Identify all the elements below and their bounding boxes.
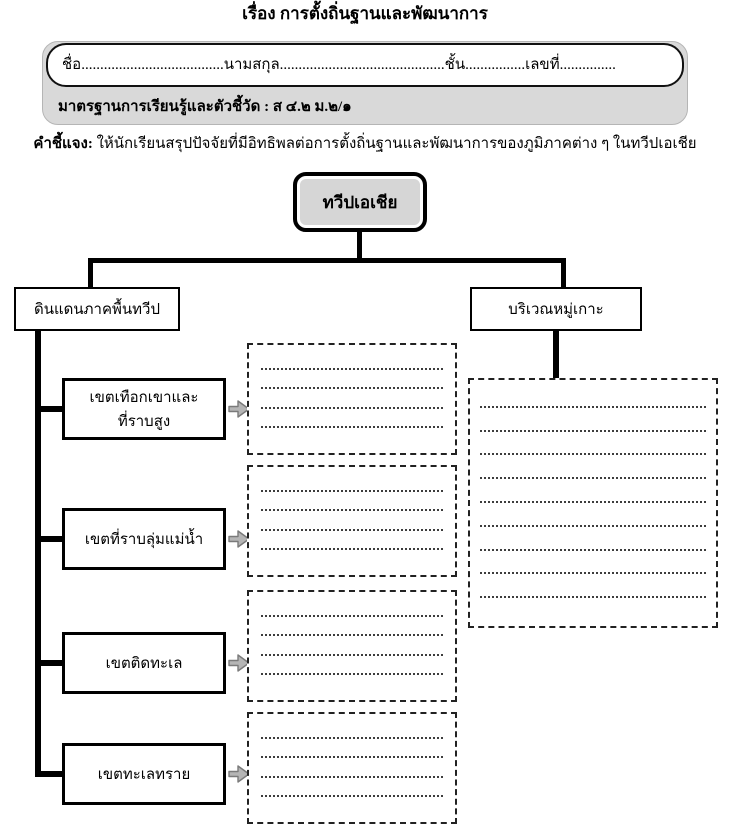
answer-box-mountain[interactable] [247, 343, 457, 455]
branch-islands: บริเวณหมู่เกาะ [470, 287, 642, 331]
answer-line[interactable] [261, 509, 443, 512]
right-block-arrow-icon [228, 530, 250, 548]
connector-left-drop [88, 258, 93, 288]
answer-line[interactable] [261, 406, 443, 409]
connector-mainland-trunk [35, 330, 41, 777]
instruction-text: ให้นักเรียนสรุปปัจจัยที่มีอิทธิพลต่อการต… [92, 136, 697, 152]
answer-line[interactable] [261, 425, 443, 428]
answer-line[interactable] [261, 387, 443, 390]
connector-stub-4 [35, 771, 63, 777]
answer-line[interactable] [480, 548, 706, 551]
connector-horizontal [88, 258, 566, 263]
answer-line[interactable] [261, 672, 443, 675]
connector-stub-2 [35, 536, 63, 542]
right-block-arrow-icon [228, 654, 250, 672]
answer-line[interactable] [480, 596, 706, 599]
answer-line[interactable] [261, 775, 443, 778]
learning-standard: มาตรฐานการเรียนรู้และตัวชี้วัด : ส ๔.๒ ม… [58, 99, 352, 115]
answer-box-islands[interactable] [468, 378, 718, 628]
answer-line[interactable] [261, 490, 443, 493]
answer-line[interactable] [261, 634, 443, 637]
answer-line[interactable] [480, 524, 706, 527]
right-block-arrow-icon [228, 765, 250, 783]
answer-box-river[interactable] [247, 465, 457, 577]
page-title: เรื่อง การตั้งถิ่นฐานและพัฒนาการ [242, 4, 488, 23]
zone-mountain-plateau: เขตเทือกเขาและที่ราบสูง [62, 378, 226, 440]
answer-line[interactable] [261, 653, 443, 656]
answer-line[interactable] [261, 615, 443, 618]
answer-line[interactable] [480, 500, 706, 503]
answer-line[interactable] [261, 528, 443, 531]
answer-line[interactable] [261, 547, 443, 550]
answer-line[interactable] [480, 572, 706, 575]
answer-line[interactable] [480, 477, 706, 480]
instruction-label: คำชี้แจง: [33, 136, 93, 152]
zone-desert: เขตทะเลทราย [62, 743, 226, 805]
answer-box-coastal[interactable] [247, 590, 457, 702]
branch-mainland: ดินแดนภาคพื้นทวีป [14, 287, 180, 331]
connector-stub-1 [35, 406, 63, 412]
answer-box-desert[interactable] [247, 712, 457, 824]
instruction-line: คำชี้แจง: ให้นักเรียนสรุปปัจจัยที่มีอิทธ… [0, 131, 730, 157]
root-node-asia: ทวีปเอเชีย [293, 172, 427, 232]
student-name-field[interactable]: ชื่อ....................................… [46, 43, 684, 87]
connector-islands-stub [553, 330, 559, 378]
connector-root-down [357, 230, 362, 262]
zone-coastal: เขตติดทะเล [62, 632, 226, 694]
right-block-arrow-icon [228, 400, 250, 418]
connector-right-drop [561, 258, 566, 288]
answer-line[interactable] [261, 368, 443, 371]
answer-line[interactable] [261, 794, 443, 797]
answer-line[interactable] [480, 405, 706, 408]
connector-stub-3 [35, 660, 63, 666]
answer-line[interactable] [480, 429, 706, 432]
zone-river-basin: เขตที่ราบลุ่มแม่น้ำ [62, 508, 226, 570]
answer-line[interactable] [261, 737, 443, 740]
answer-line[interactable] [480, 453, 706, 456]
answer-line[interactable] [261, 756, 443, 759]
